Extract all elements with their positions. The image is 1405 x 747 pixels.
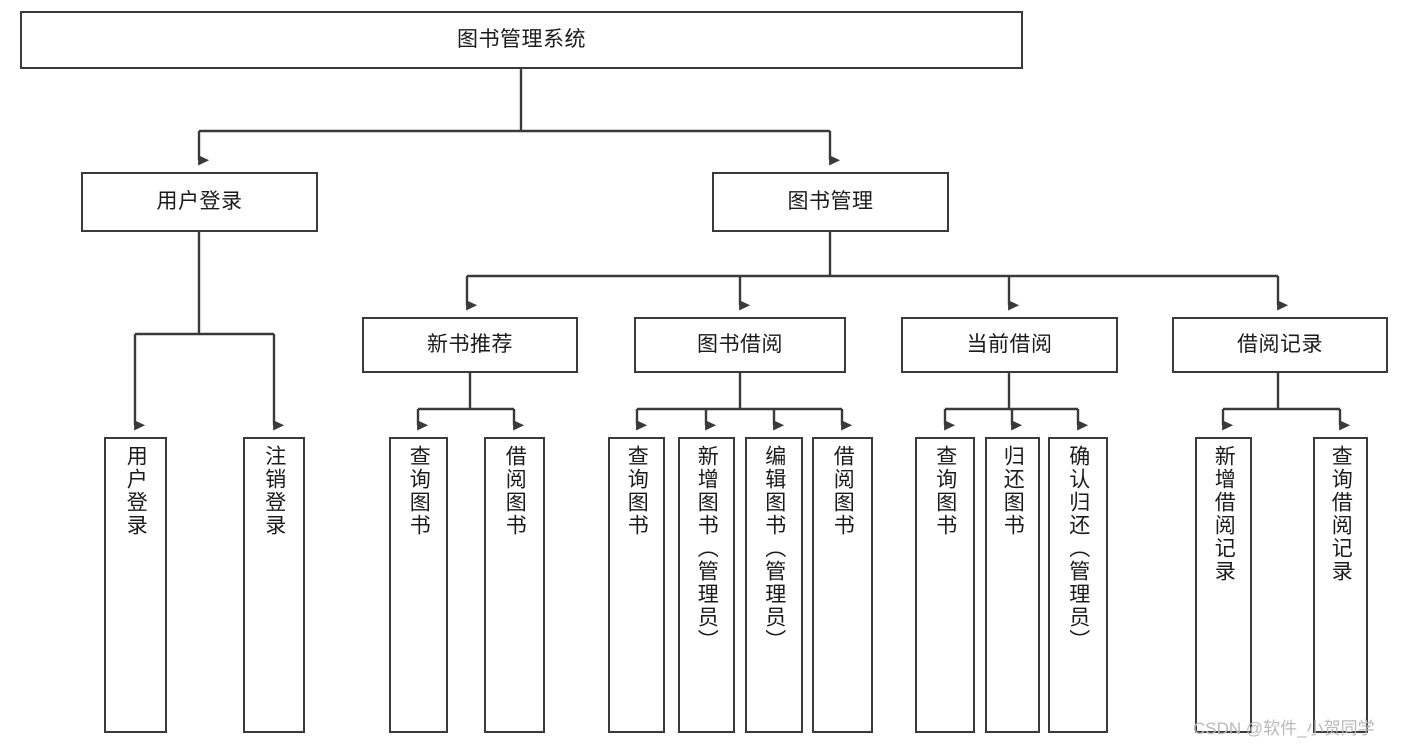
node-leaf-add-record[interactable]: 新增借阅记录 [1195, 437, 1252, 733]
node-leaf-user-login[interactable]: 用户登录 [104, 437, 167, 733]
node-leaf-edit-book-label: 编辑图书（管理员） [762, 445, 786, 652]
node-leaf-edit-book[interactable]: 编辑图书（管理员） [745, 437, 803, 733]
node-root[interactable]: 图书管理系统 [20, 11, 1023, 69]
node-leaf-borrow-book-1-label: 借阅图书 [503, 445, 527, 537]
node-leaf-query-record-label: 查询借阅记录 [1329, 445, 1353, 583]
node-leaf-query-record[interactable]: 查询借阅记录 [1313, 437, 1368, 733]
node-new-book-rec[interactable]: 新书推荐 [362, 317, 578, 373]
node-book-admin-label: 图书管理 [787, 189, 874, 213]
node-borrow-record-label: 借阅记录 [1237, 332, 1323, 356]
node-leaf-borrow-book-1[interactable]: 借阅图书 [484, 437, 545, 733]
node-current-borrow[interactable]: 当前借阅 [901, 317, 1118, 373]
node-new-book-rec-label: 新书推荐 [427, 332, 513, 356]
node-leaf-return-book-label: 归还图书 [1001, 445, 1025, 537]
csdn-watermark: CSDN @软件_小贺同学 [1193, 719, 1375, 738]
node-book-admin[interactable]: 图书管理 [712, 172, 949, 232]
node-leaf-add-record-label: 新增借阅记录 [1212, 445, 1236, 583]
node-book-borrow[interactable]: 图书借阅 [634, 317, 846, 373]
node-leaf-borrow-book-2[interactable]: 借阅图书 [812, 437, 873, 733]
node-leaf-query-book-2[interactable]: 查询图书 [608, 437, 665, 733]
node-leaf-return-book[interactable]: 归还图书 [985, 437, 1040, 733]
connector-lines [133, 69, 1351, 431]
node-leaf-user-login-label: 用户登录 [124, 445, 148, 537]
node-current-borrow-label: 当前借阅 [966, 332, 1053, 356]
node-leaf-borrow-book-2-label: 借阅图书 [831, 445, 855, 537]
node-leaf-query-book-3[interactable]: 查询图书 [915, 437, 975, 733]
node-leaf-query-book-1-label: 查询图书 [407, 445, 431, 537]
node-leaf-query-book-3-label: 查询图书 [933, 445, 957, 537]
node-leaf-query-book-2-label: 查询图书 [625, 445, 649, 537]
node-leaf-confirm-return-label: 确认归还（管理员） [1066, 445, 1090, 652]
node-leaf-query-book-1[interactable]: 查询图书 [389, 437, 448, 733]
node-leaf-user-logout-label: 注销登录 [262, 445, 286, 537]
node-user-login-label: 用户登录 [156, 189, 243, 213]
node-root-label: 图书管理系统 [457, 27, 586, 51]
node-leaf-confirm-return[interactable]: 确认归还（管理员） [1048, 437, 1108, 733]
node-book-borrow-label: 图书借阅 [697, 332, 783, 356]
node-leaf-user-logout[interactable]: 注销登录 [243, 437, 305, 733]
node-user-login[interactable]: 用户登录 [81, 172, 318, 232]
node-borrow-record[interactable]: 借阅记录 [1172, 317, 1388, 373]
node-leaf-add-book-label: 新增图书（管理员） [695, 445, 719, 652]
node-leaf-add-book[interactable]: 新增图书（管理员） [678, 437, 735, 733]
